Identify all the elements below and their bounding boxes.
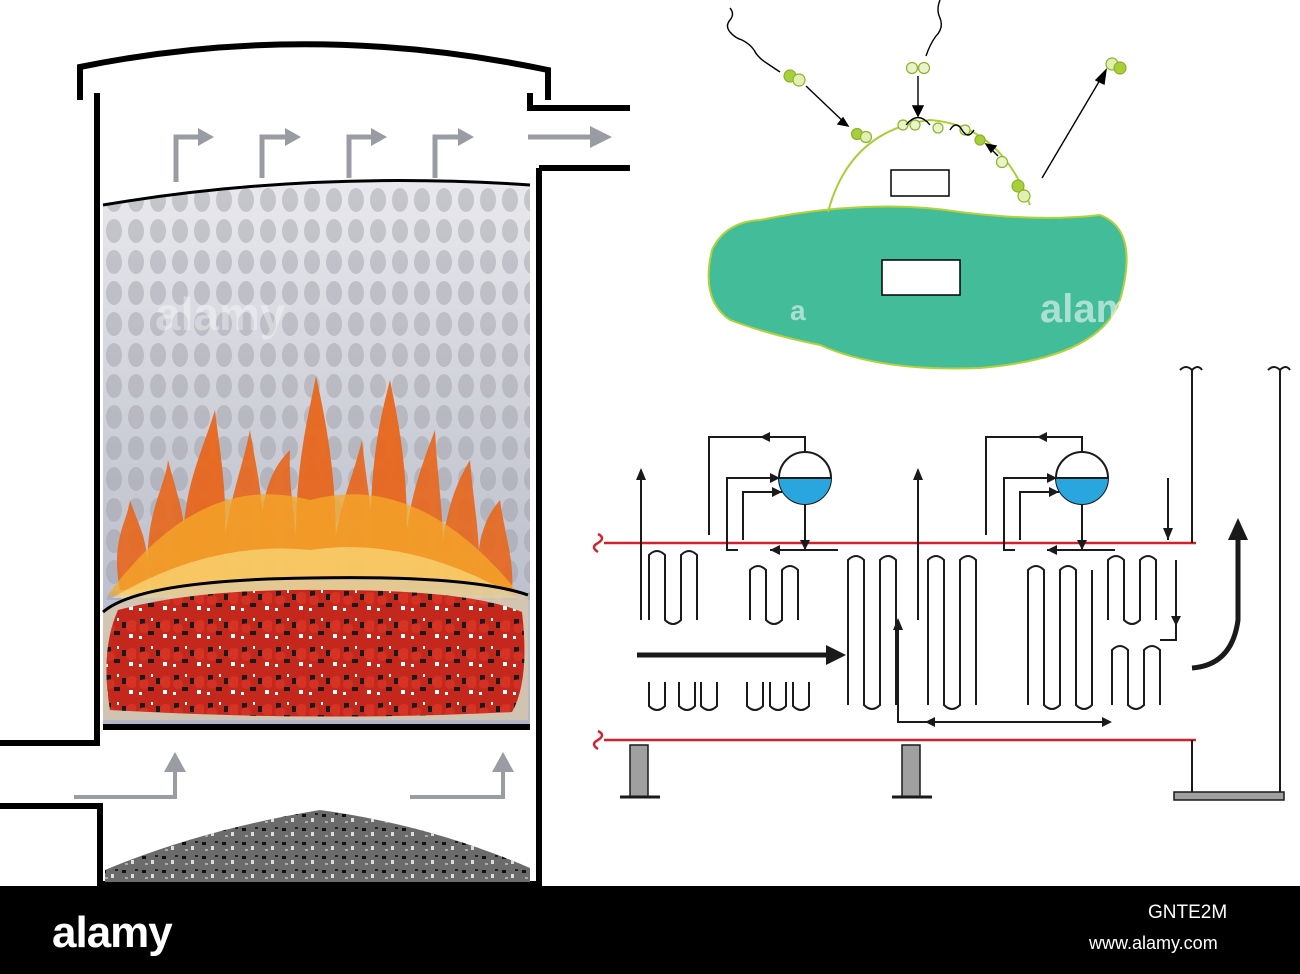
watermark-ghost-a: a <box>790 295 806 326</box>
watermark-footer: alamy GNTE2M www.alamy.com <box>0 886 1300 974</box>
steam-drum-icon-2 <box>1055 451 1109 505</box>
image-code: GNTE2M <box>1148 902 1228 923</box>
air-inlet-arrow-icon <box>74 752 514 799</box>
reaction-arrows <box>726 0 1107 179</box>
furnace: alamy <box>0 41 630 887</box>
furnace-roof <box>77 41 551 100</box>
site-url: www.alamy.com <box>1089 933 1218 953</box>
tube-bundle-5 <box>1027 565 1093 710</box>
tube-bundle-4 <box>927 555 977 710</box>
watermark-ghost-left: alamy <box>155 288 286 340</box>
diagram-svg: alamy a <box>0 0 1291 887</box>
watermark-ghost-right: alamy <box>1040 287 1154 331</box>
tube-bundle-1 <box>648 550 698 625</box>
brand-logo: alamy <box>52 908 173 957</box>
label-box-lower <box>881 259 961 296</box>
flames <box>108 376 520 598</box>
particles <box>783 57 1127 203</box>
boiler-schematic <box>592 366 1291 801</box>
tube-bundle-6 <box>1107 555 1157 625</box>
steam-drum-icon <box>778 451 832 505</box>
tube-bundle-7 <box>1111 645 1161 710</box>
supports <box>620 740 1285 801</box>
label-box-upper <box>890 169 950 197</box>
catalyst-particle-diagram: a alamy <box>707 0 1154 370</box>
tube-bundle-lower-1 <box>648 682 718 711</box>
tube-bundle-2 <box>749 565 799 625</box>
tube-bundle-3 <box>847 555 897 710</box>
tube-bundle-lower-2 <box>746 682 810 711</box>
flue-outlet-arrow-icon <box>173 126 612 182</box>
